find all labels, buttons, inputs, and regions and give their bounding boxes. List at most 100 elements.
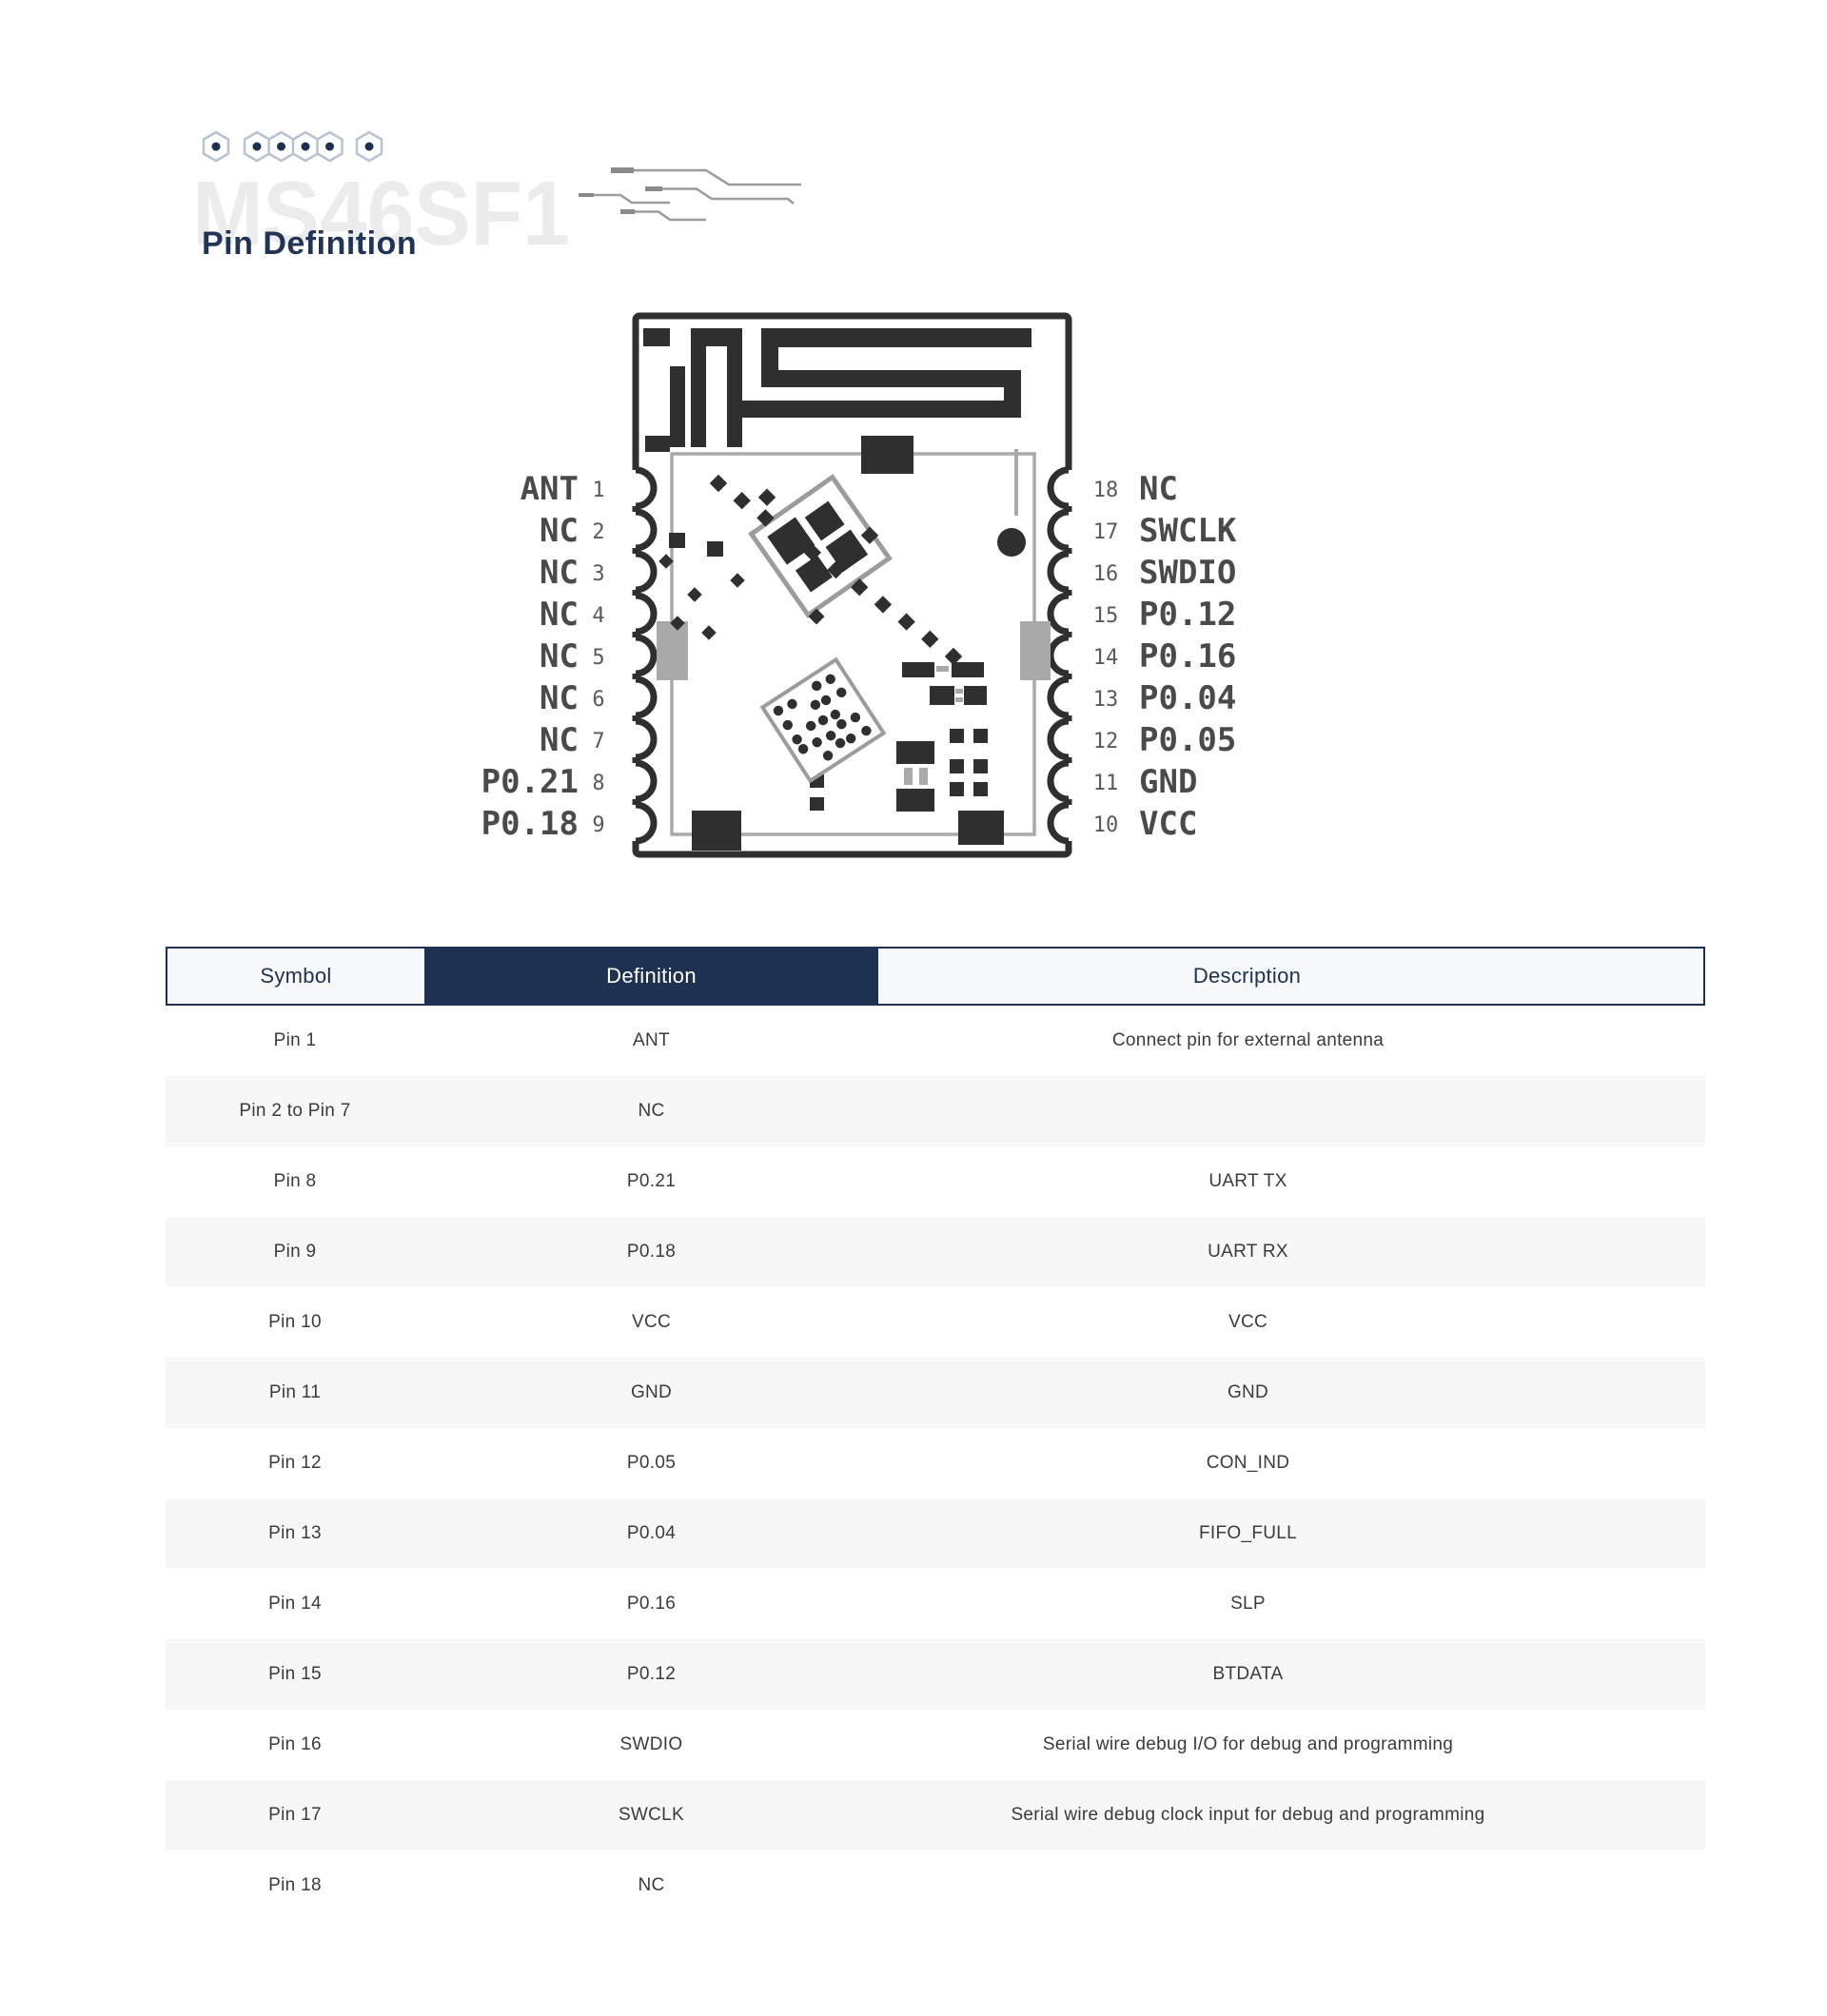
cell-symbol: Pin 12 (268, 1453, 322, 1473)
cell-symbol: Pin 2 to Pin 7 (239, 1101, 351, 1121)
pin-label: NC (1139, 470, 1178, 508)
pin-label: SWDIO (1139, 554, 1236, 592)
page-title: Pin Definition (202, 225, 418, 262)
pin-label: ANT (521, 470, 579, 508)
cell-definition: P0.05 (626, 1453, 677, 1473)
pin-number: 3 (592, 562, 604, 586)
cell-definition: P0.18 (626, 1242, 677, 1262)
hexagon-logo-icon (202, 130, 383, 163)
qfn-satellite-caps (757, 488, 879, 625)
pin-label: NC (540, 512, 579, 550)
table-body: Pin 1 ANT Connect pin for external antenna… (166, 1006, 1705, 1921)
castellated-pads (619, 466, 1087, 845)
pin-label: P0.18 (481, 805, 579, 843)
pin-definition-table: Symbol Definition Description Pin 1 ANT Co… (166, 947, 1705, 1921)
table-row: Pin 1 ANT Connect pin for external antenna (166, 1006, 1705, 1076)
pin-number: 11 (1093, 772, 1119, 795)
pin-number: 15 (1093, 604, 1119, 628)
pin-number: 2 (592, 520, 604, 544)
pin-number: 14 (1093, 646, 1119, 670)
cell-symbol: Pin 8 (273, 1171, 317, 1191)
table-row: Pin 9 P0.18 UART RX (166, 1217, 1705, 1287)
cell-definition: NC (638, 1875, 665, 1895)
cell-symbol: Pin 13 (268, 1523, 322, 1543)
table-row: Pin 2 to Pin 7 NC (166, 1076, 1705, 1146)
cell-definition: P0.21 (626, 1171, 677, 1191)
cell-definition: P0.16 (626, 1594, 677, 1614)
cell-symbol: Pin 11 (268, 1382, 322, 1402)
table-row: Pin 12 P0.05 CON_IND (166, 1428, 1705, 1498)
component-pads (645, 436, 1051, 851)
cell-description: Serial wire debug I/O for debug and prog… (1042, 1734, 1454, 1754)
cell-definition: ANT (633, 1030, 670, 1050)
pin-label: NC (540, 637, 579, 675)
pin-label: NC (540, 679, 579, 717)
via-dotted-line (658, 474, 963, 666)
cell-description: UART TX (1208, 1171, 1287, 1191)
cell-definition: VCC (631, 1312, 671, 1332)
pin-label: NC (540, 721, 579, 759)
table-row: Pin 18 NC (166, 1850, 1705, 1921)
circuit-trace-decoration-icon (579, 167, 801, 222)
bga-chip (759, 656, 887, 784)
cell-description: VCC (1228, 1312, 1267, 1332)
cell-symbol: Pin 1 (273, 1030, 317, 1050)
antenna-trace (643, 328, 1031, 447)
pin-number: 12 (1093, 730, 1119, 754)
pin-number: 10 (1093, 813, 1119, 837)
cell-symbol: Pin 16 (268, 1734, 322, 1754)
pin-label: P0.04 (1139, 679, 1236, 717)
component-dot (997, 528, 1026, 557)
pin-number: 17 (1093, 520, 1119, 544)
table-row: Pin 11 GND GND (166, 1358, 1705, 1428)
cell-description: FIFO_FULL (1199, 1523, 1297, 1543)
table-header-definition: Definition (424, 949, 878, 1004)
cell-description: GND (1227, 1382, 1269, 1402)
table-row: Pin 14 P0.16 SLP (166, 1569, 1705, 1639)
pin-label: NC (540, 596, 579, 634)
pin-label: P0.21 (481, 763, 579, 801)
cell-symbol: Pin 18 (268, 1875, 322, 1895)
cell-symbol: Pin 9 (273, 1242, 317, 1262)
pin-number: 4 (592, 604, 604, 628)
cell-description (878, 1076, 1705, 1146)
table-row: Pin 16 SWDIO Serial wire debug I/O for deb… (166, 1710, 1705, 1780)
pin-label: VCC (1139, 805, 1197, 843)
cell-definition: NC (638, 1101, 665, 1121)
pin-label: P0.12 (1139, 596, 1236, 634)
pin-number: 9 (592, 813, 604, 837)
cell-description: UART RX (1208, 1242, 1288, 1262)
cell-definition: SWCLK (618, 1805, 685, 1825)
pin-number: 6 (592, 688, 604, 712)
pin-label: P0.16 (1139, 637, 1236, 675)
cell-description: BTDATA (1212, 1664, 1284, 1684)
pin-label: P0.05 (1139, 721, 1236, 759)
pin-number: 1 (592, 479, 604, 502)
pin-label: GND (1139, 763, 1197, 801)
pin-number: 8 (592, 772, 604, 795)
pin-label: SWCLK (1139, 512, 1237, 550)
cell-symbol: Pin 17 (268, 1805, 322, 1825)
cell-description: SLP (1230, 1594, 1266, 1614)
pin-number: 7 (592, 730, 604, 754)
cell-description: CON_IND (1206, 1453, 1290, 1473)
table-header-symbol: Symbol (260, 964, 332, 988)
table-header-description: Description (1192, 964, 1302, 988)
cell-symbol: Pin 15 (268, 1664, 322, 1684)
pin-number: 16 (1093, 562, 1119, 586)
pin-number: 13 (1093, 688, 1119, 712)
cell-definition: SWDIO (619, 1734, 683, 1754)
pin-label: NC (540, 554, 579, 592)
cell-symbol: Pin 14 (268, 1594, 322, 1614)
table-row: Pin 8 P0.21 UART TX (166, 1146, 1705, 1217)
pin-number: 18 (1093, 479, 1119, 502)
cell-description: Connect pin for external antenna (1111, 1030, 1385, 1050)
cell-definition: P0.12 (626, 1664, 677, 1684)
pin-number: 5 (592, 646, 604, 670)
cell-definition: GND (630, 1382, 673, 1402)
